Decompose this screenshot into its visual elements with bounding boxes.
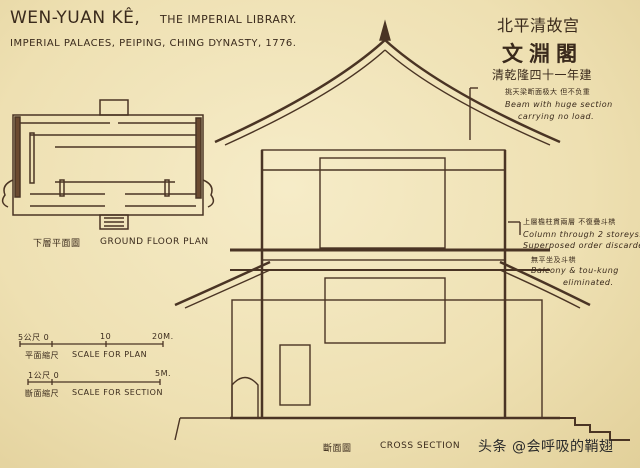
scale-plan-tick-0: 5公尺 0: [18, 333, 50, 342]
scale-plan-zh: 平面縮尺: [25, 351, 59, 360]
scale-section-tick-5: 5M.: [155, 369, 172, 378]
scale-plan-en: SCALE FOR PLAN: [72, 350, 148, 359]
scale-bars: [19, 341, 164, 385]
note-beam-en2: carrying no load.: [518, 112, 595, 121]
cross-section: [174, 19, 630, 441]
note-column-en1: Column through 2 storeys.: [523, 230, 640, 239]
note-balcony-zh: 無平坐及斗栱: [531, 256, 576, 264]
note-column-en2: Superposed order discarded.: [523, 241, 640, 250]
plan-label-zh: 下層平面圖: [33, 239, 81, 249]
scale-section-en: SCALE FOR SECTION: [72, 388, 163, 397]
note-beam-zh: 挑天梁断面极大 但不负重: [505, 88, 591, 96]
note-balcony-en1: Balcony & tou-kung: [531, 266, 619, 275]
title-sub: THE IMPERIAL LIBRARY.: [160, 13, 297, 26]
scale-plan-tick-10: 10: [100, 332, 112, 341]
chinese-location: 北平清故宫: [497, 16, 580, 35]
title-main: WEN-YUAN KÊ,: [10, 8, 141, 28]
scale-section-tick-0: 1公尺 0: [28, 371, 60, 380]
note-balcony-en2: eliminated.: [563, 278, 614, 287]
ground-floor-plan: [1, 99, 215, 230]
section-label-en: CROSS SECTION: [380, 441, 461, 451]
chinese-date: 清乾隆四十一年建: [492, 68, 593, 82]
note-beam-en1: Beam with huge section: [505, 100, 613, 109]
title-line2: IMPERIAL PALACES, PEIPING, CHING DYNASTY…: [10, 38, 297, 49]
section-label-zh: 斷面圖: [323, 444, 352, 454]
scale-section-zh: 斷面縮尺: [25, 389, 59, 398]
note-column-zh: 上層檐柱貫兩層 不復疊斗栱: [523, 218, 616, 226]
scale-plan-tick-20: 20M.: [152, 332, 174, 341]
plan-label-en: GROUND FLOOR PLAN: [100, 237, 209, 247]
chinese-title: 文淵閣: [502, 42, 583, 66]
watermark: 头条 @会呼吸的鞘翅: [478, 439, 614, 455]
